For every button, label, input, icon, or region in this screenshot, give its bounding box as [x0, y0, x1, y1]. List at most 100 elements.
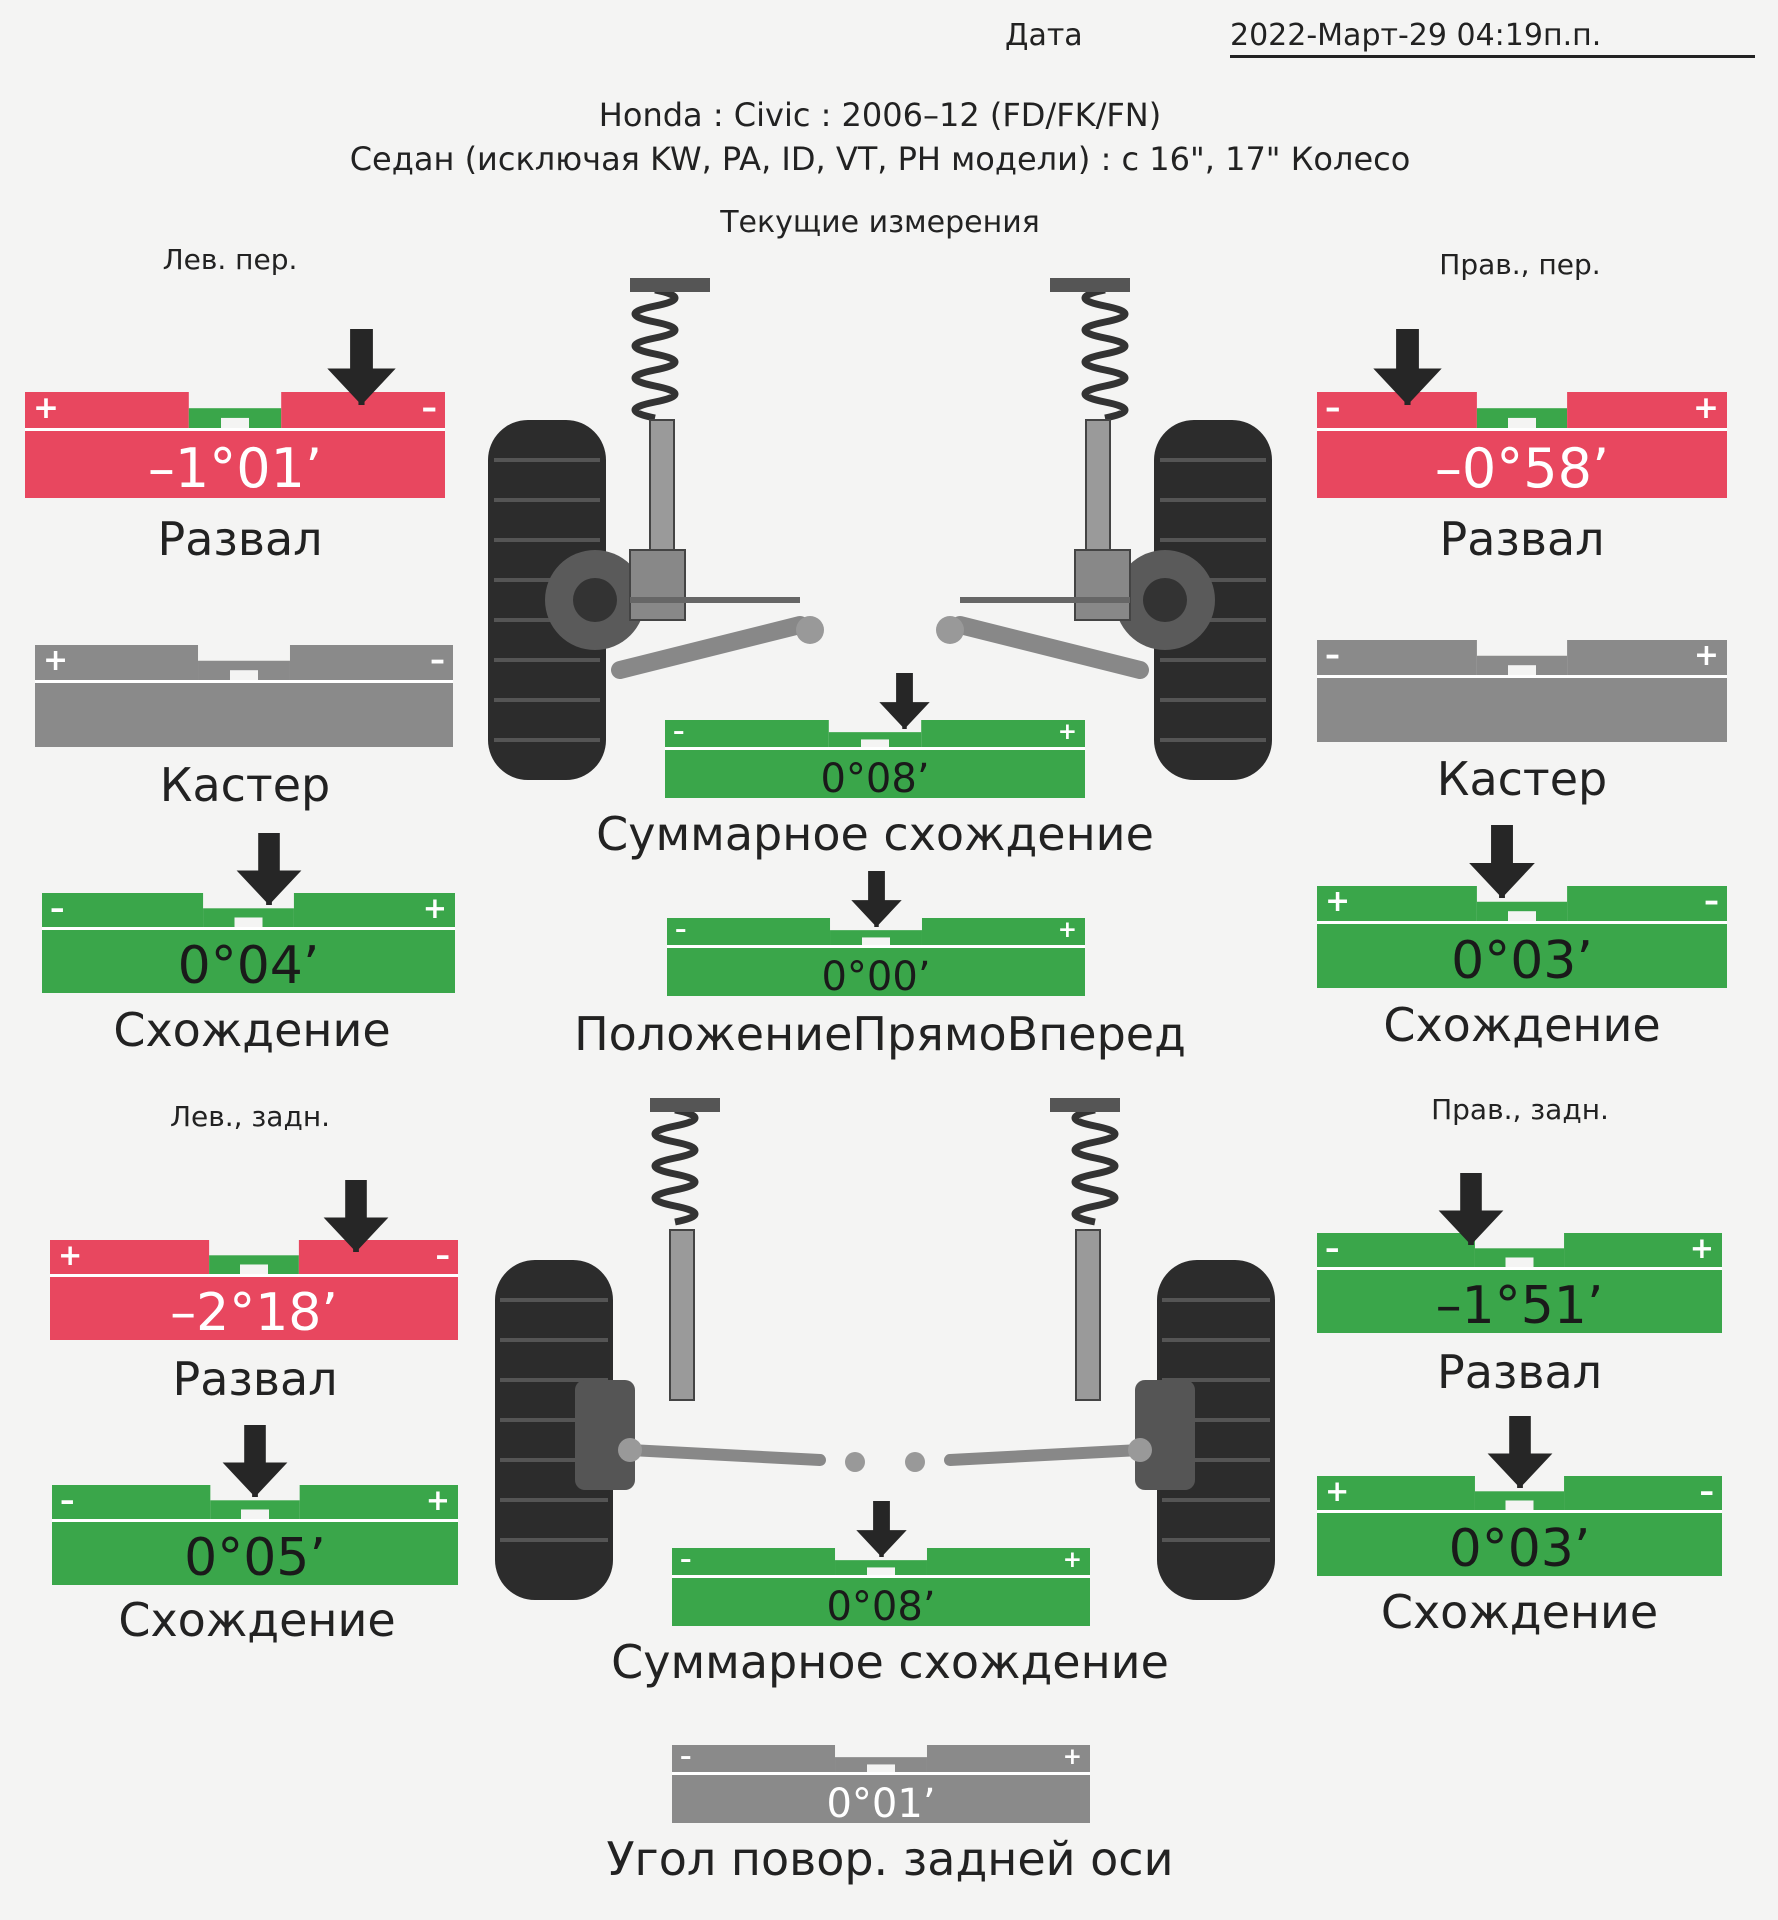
gauge-value: –1°01’: [147, 437, 323, 500]
gauge-bar-graphic: [667, 918, 1085, 996]
gauge-bar-graphic: [1317, 1476, 1722, 1576]
gauge-value: 0°05’: [184, 1528, 326, 1588]
front-right-suspension-image: [936, 278, 1272, 780]
pointer-arrow-icon: [1469, 825, 1535, 898]
right-front-toe-label: Схождение: [1383, 998, 1661, 1052]
plus-sign-left: +: [1325, 1474, 1350, 1508]
gauge-bar-graphic: [42, 893, 455, 993]
date-label: Дата: [1005, 18, 1083, 53]
minus-sign-left: –: [1325, 390, 1341, 426]
minus-sign-left: –: [50, 891, 65, 925]
gauge-value: –0°58’: [1434, 437, 1610, 500]
left-front-toe-label: Схождение: [113, 1003, 391, 1057]
plus-sign-left: +: [58, 1238, 83, 1272]
left-rear-toe-label: Схождение: [118, 1593, 396, 1647]
left-rear-camber-label: Развал: [172, 1352, 338, 1406]
rear-left-suspension-image: [495, 1098, 865, 1600]
minus-sign-left: –: [673, 719, 685, 745]
plus-sign-right: +: [1693, 390, 1719, 426]
front-total-toe-gauge: – +0°08’: [665, 673, 1085, 802]
right-front-camber-label: Развал: [1439, 512, 1605, 566]
front-total-toe-label: Суммарное схождение: [596, 807, 1154, 861]
gauge-value: –1°51’: [1435, 1276, 1604, 1336]
left-rear-camber-gauge: +––2°18’: [50, 1180, 458, 1340]
gauge-bar-graphic: [1317, 1233, 1722, 1333]
corner-left-front: Лев. пер.: [162, 243, 298, 276]
right-rear-toe-label: Схождение: [1380, 1585, 1659, 1639]
right-front-caster-label: Кастер: [1436, 752, 1608, 806]
right-front-caster-gauge: –+: [1317, 640, 1727, 742]
gauge-bar-graphic: [52, 1485, 458, 1585]
minus-sign-right: –: [430, 643, 445, 678]
minus-sign-right: –: [1699, 1474, 1715, 1508]
right-rear-camber-gauge: – + –1°51’: [1317, 1173, 1722, 1336]
plus-sign-left: +: [33, 390, 59, 426]
straight-ahead-label: ПоложениеПрямоВперед: [574, 1007, 1186, 1061]
gauge-value: 0°08’: [820, 755, 930, 802]
gauge-bar-graphic: [35, 645, 453, 747]
minus-sign-left: –: [680, 1547, 692, 1573]
thrust-angle-label: Угол повор. задней оси: [606, 1832, 1174, 1886]
left-front-caster-gauge: +–: [35, 645, 453, 747]
minus-sign-right: –: [1704, 884, 1719, 919]
minus-sign-left: –: [1325, 1231, 1340, 1265]
plus-sign-left: +: [43, 643, 69, 678]
gauge-bar-graphic: [672, 1745, 1090, 1823]
pointer-arrow-icon: [879, 673, 930, 729]
pointer-arrow-icon: [851, 871, 902, 927]
left-front-camber-gauge: + – –1°01’: [25, 329, 445, 500]
gauge-value: 0°01’: [826, 1780, 936, 1827]
pointer-arrow-icon: [1438, 1173, 1504, 1245]
pointer-arrow-icon: [323, 1180, 389, 1252]
minus-sign-left: –: [675, 917, 687, 943]
gauge-bar-graphic: [1317, 640, 1727, 742]
left-front-camber-label: Развал: [157, 512, 323, 566]
corner-right-front: Прав., пер.: [1439, 248, 1601, 281]
pointer-arrow-icon: [327, 329, 396, 405]
gauge-value: 0°03’: [1451, 930, 1593, 991]
pointer-arrow-icon: [1373, 329, 1442, 405]
right-front-camber-gauge: – + –0°58’: [1317, 329, 1727, 500]
rear-total-toe-label: Суммарное схождение: [611, 1635, 1169, 1689]
plus-sign-right: +: [1689, 1231, 1714, 1265]
pointer-arrow-icon: [1487, 1416, 1553, 1488]
minus-sign-right: –: [435, 1238, 451, 1272]
gauge-bar-graphic: [25, 392, 445, 498]
minus-sign-right: –: [421, 390, 438, 426]
pointer-arrow-icon: [856, 1501, 907, 1557]
vehicle-submodel: Седан (исключая KW, PA, ID, VT, PH модел…: [349, 140, 1411, 178]
pointer-arrow-icon: [222, 1425, 288, 1497]
rear-right-suspension-image: [905, 1098, 1275, 1600]
gauge-bar-graphic: [672, 1548, 1090, 1626]
vehicle-model: Honda : Civic : 2006–12 (FD/FK/FN): [598, 96, 1162, 134]
plus-sign-right: +: [1057, 917, 1077, 943]
date-value: 2022-Март-29 04:19п.п.: [1230, 18, 1755, 58]
gauge-value: 0°04’: [177, 936, 320, 996]
thrust-angle-gauge: – +0°01’: [672, 1744, 1090, 1827]
front-left-suspension-image: [488, 278, 824, 780]
right-front-toe-gauge: + – 0°03’: [1317, 825, 1727, 991]
plus-sign-right: +: [422, 891, 447, 925]
corner-left-rear: Лев., задн.: [169, 1100, 331, 1133]
gauge-bar-graphic: [1317, 392, 1727, 498]
plus-sign-right: +: [1062, 1547, 1082, 1573]
plus-sign-right: +: [1057, 719, 1077, 745]
right-rear-toe-gauge: +–0°03’: [1317, 1416, 1722, 1576]
gauge-bar-graphic: [1317, 886, 1727, 988]
right-rear-camber-label: Развал: [1436, 1345, 1603, 1399]
left-front-caster-label: Кастер: [159, 758, 331, 812]
straight-ahead-gauge: –+0°00’: [667, 871, 1085, 997]
minus-sign-left: –: [60, 1483, 75, 1517]
plus-sign-right: +: [1062, 1744, 1082, 1770]
minus-sign-left: –: [680, 1744, 692, 1770]
left-rear-toe-gauge: – +0°05’: [52, 1425, 458, 1588]
rear-total-toe-gauge: – +0°08’: [672, 1501, 1090, 1630]
plus-sign-left: +: [1325, 884, 1351, 919]
pointer-arrow-icon: [236, 833, 302, 905]
corner-right-rear: Прав., задн.: [1431, 1093, 1609, 1126]
gauge-value: 0°08’: [826, 1583, 936, 1630]
section-title: Текущие измерения: [720, 205, 1040, 240]
plus-sign-right: +: [425, 1483, 450, 1517]
gauge-bar-graphic: [665, 720, 1085, 798]
left-front-toe-gauge: – +0°04’: [42, 833, 455, 996]
